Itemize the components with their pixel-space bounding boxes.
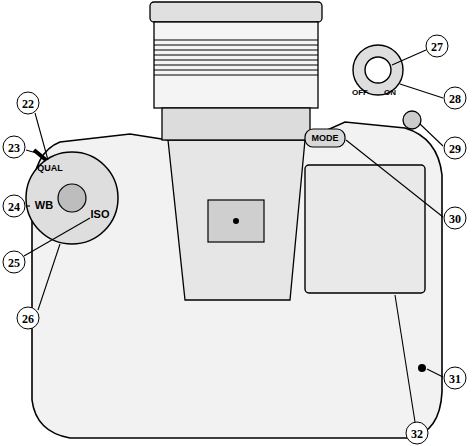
callout-number: 29 [444,137,467,160]
callout-number: 24 [3,195,26,218]
callout-number: 26 [17,307,40,330]
callout-number: 27 [426,35,449,58]
callout-number: 22 [17,92,40,115]
dial-lock [58,184,86,212]
lens-mount [162,108,310,140]
focus-ring [154,40,318,75]
control-marking: MODE [312,134,339,143]
callout-number: 32 [406,422,429,445]
callout-number: 28 [444,87,467,110]
mode-button [305,129,345,147]
exposure-comp-button [403,111,421,129]
control-marking: ISO [91,209,110,220]
prism-housing [168,140,305,300]
release-mode-dial [26,152,118,244]
control-marking: OFF [352,89,368,97]
control-marking: ON [384,89,396,97]
lcd-panel [305,165,425,293]
hot-shoe [208,200,264,242]
hot-shoe-contact [233,218,239,224]
callout-number: 25 [3,251,26,274]
shutter-button [365,57,391,83]
dial-lever [34,150,46,160]
lens-barrel [154,22,318,108]
leader-lines [24,50,443,422]
callout-number: 30 [444,207,467,230]
lens-front [150,2,322,22]
control-marking: QUAL [37,164,63,173]
control-marking: WB [35,200,53,211]
callout-number: 23 [3,136,26,159]
focal-plane-mark [418,364,426,372]
callout-number: 31 [444,367,467,390]
power-switch [353,45,403,95]
